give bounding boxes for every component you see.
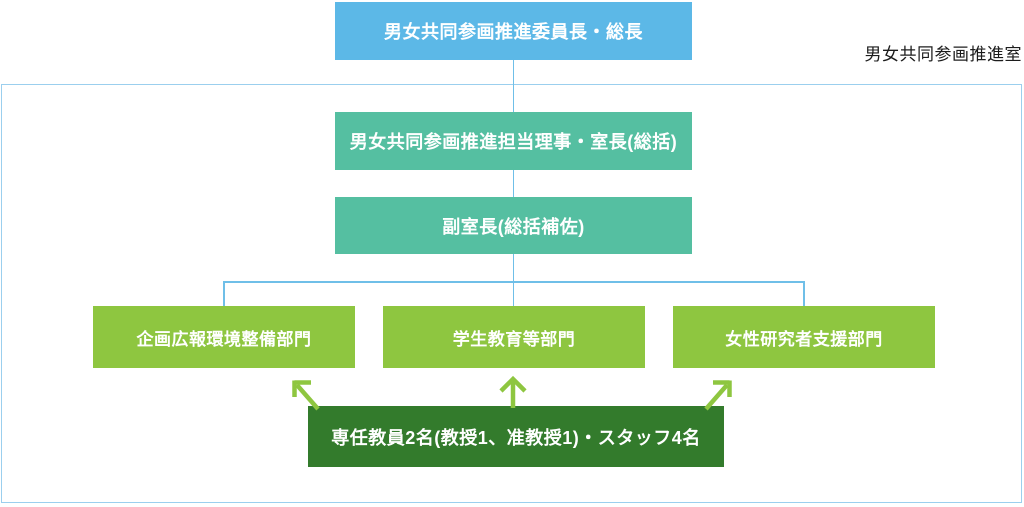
connector-director-vice: [512, 170, 514, 197]
node-dept-student-label: 学生教育等部門: [452, 329, 576, 349]
node-vice-director: 副室長(総括補佐): [335, 197, 692, 254]
arrow-up-left-icon: [284, 372, 324, 412]
node-staff-label: 専任教員2名(教授1、准教授1)・スタッフ4名: [331, 427, 701, 448]
node-dept-student: 学生教育等部門: [383, 306, 645, 368]
node-chairman: 男女共同参画推進委員長・総長: [335, 2, 692, 60]
node-chairman-label: 男女共同参画推進委員長・総長: [384, 22, 643, 42]
arrow-up-icon: [493, 370, 533, 410]
promotion-office-label: 男女共同参画推進室: [864, 45, 1022, 64]
connector-branch-horizontal: [223, 281, 805, 283]
node-dept-women-label: 女性研究者支援部門: [725, 329, 883, 349]
node-dept-planning-label: 企画広報環境整備部門: [136, 329, 312, 349]
node-staff: 専任教員2名(教授1、准教授1)・スタッフ4名: [308, 406, 724, 467]
connector-branch-right: [803, 281, 805, 306]
node-dept-women: 女性研究者支援部門: [673, 306, 935, 368]
connector-branch-left: [223, 281, 225, 306]
connector-chairman-director: [512, 60, 514, 112]
promotion-office-outline: [1, 84, 1022, 503]
node-director-label: 男女共同参画推進担当理事・室長(総括): [349, 132, 678, 152]
connector-vice-departments: [512, 254, 514, 306]
node-dept-planning: 企画広報環境整備部門: [93, 306, 355, 368]
node-director: 男女共同参画推進担当理事・室長(総括): [335, 112, 692, 170]
node-vice-director-label: 副室長(総括補佐): [442, 216, 585, 237]
arrow-up-right-icon: [700, 372, 740, 412]
